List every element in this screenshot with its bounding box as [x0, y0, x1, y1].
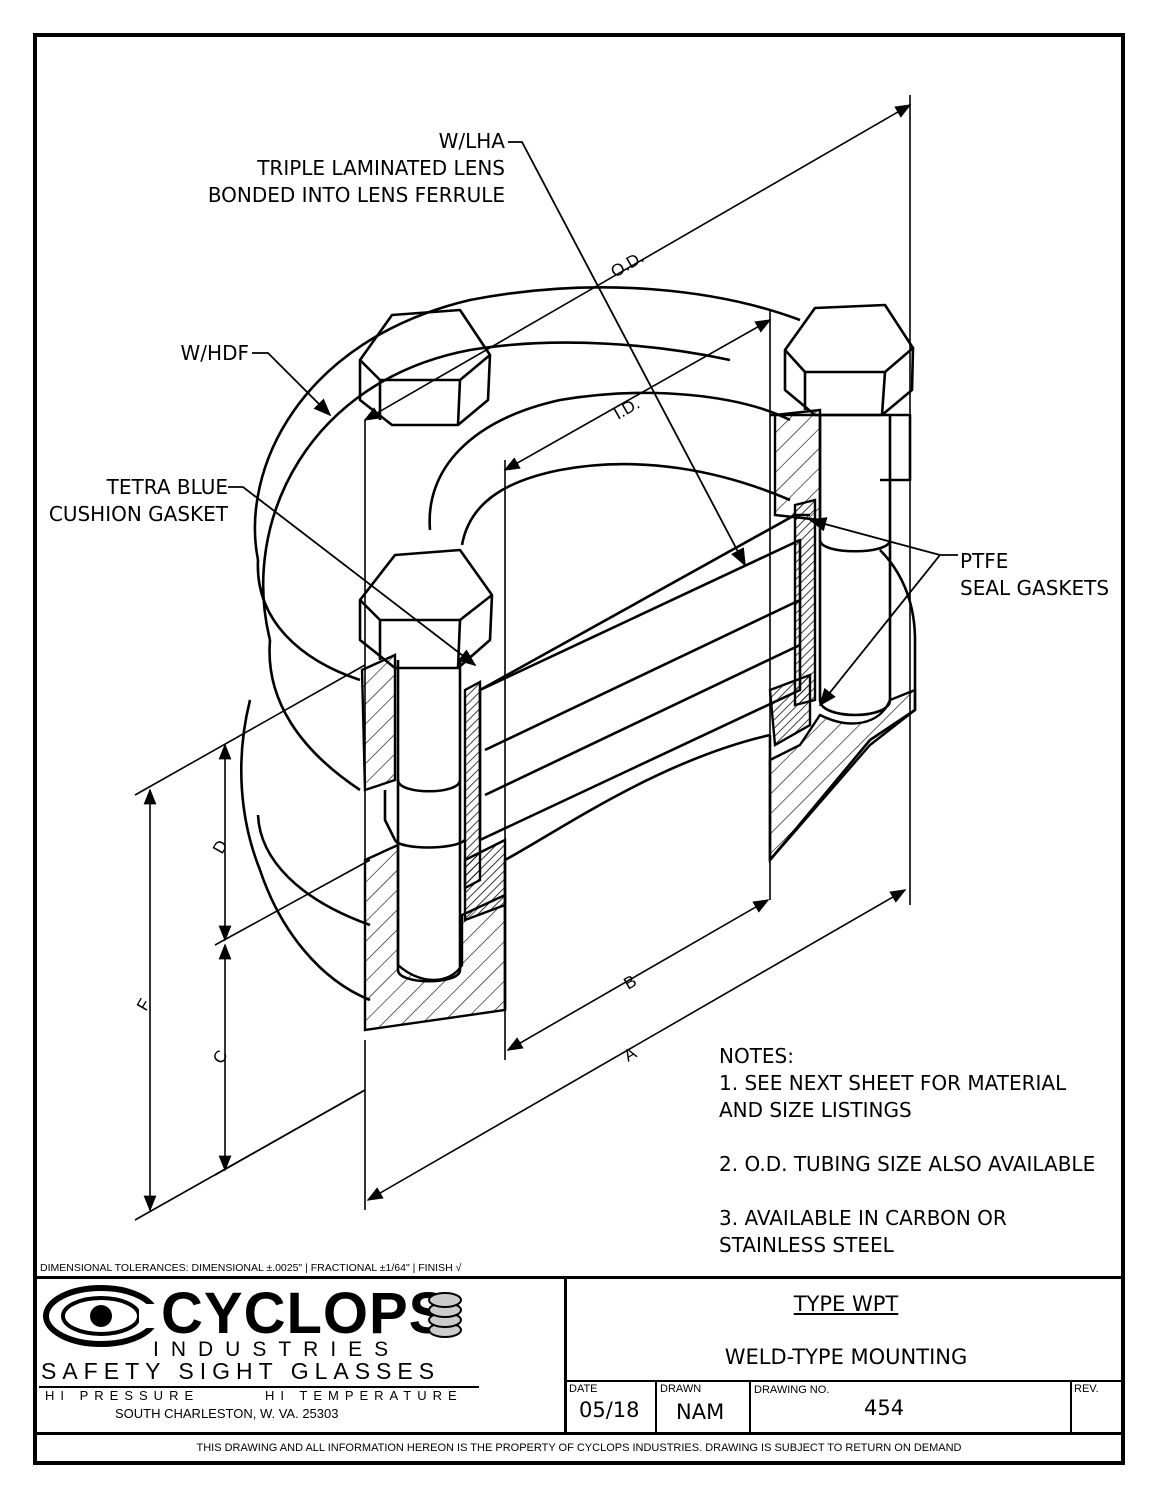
- logo-industries: INDUSTRIES: [153, 1338, 401, 1361]
- od-label: O.D.: [608, 248, 648, 282]
- bottom-body-outline: [240, 699, 371, 1002]
- drawing-no-label: DRAWING NO.: [754, 1384, 830, 1396]
- top-flange-outline: [253, 286, 801, 561]
- w-hdf-leader: [252, 352, 332, 417]
- f-label: F: [133, 996, 155, 1014]
- notes-heading: NOTES:: [719, 1044, 794, 1068]
- rev-label: REV.: [1074, 1383, 1099, 1395]
- left-flange-section: [360, 653, 397, 792]
- tolerances-note: DIMENSIONAL TOLERANCES: DIMENSIONAL ±.00…: [40, 1262, 462, 1274]
- lens-ferrule-right: [793, 498, 817, 707]
- date-value: 05/18: [579, 1398, 640, 1422]
- note-1-line1: 1. SEE NEXT SHEET FOR MATERIAL: [719, 1071, 1067, 1095]
- lens-label-line2: BONDED INTO LENS FERRULE: [207, 183, 505, 207]
- d-label: D: [209, 837, 232, 857]
- drawn-label: DRAWN: [660, 1383, 702, 1395]
- notes-block: NOTES: 1. SEE NEXT SHEET FOR MATERIAL AN…: [719, 1043, 1095, 1259]
- flange-bore: [428, 391, 791, 531]
- left-bolt-shaft: [396, 660, 462, 983]
- title-block: CYCLOPS INDUSTRIES SAFETY SIGHT GLASSES …: [33, 1276, 1125, 1465]
- right-seal-gasket: [768, 673, 812, 747]
- lens-block: [478, 538, 802, 842]
- ptfe-label-line2: SEAL GASKETS: [960, 576, 1110, 600]
- w-hdf-label: W/HDF: [180, 341, 249, 365]
- od-dimension-line: [363, 104, 912, 421]
- tetra-leader: [228, 486, 477, 667]
- date-label: DATE: [569, 1383, 598, 1395]
- right-bolt-shaft: [818, 415, 892, 717]
- property-notice: THIS DRAWING AND ALL INFORMATION HEREON …: [196, 1442, 962, 1454]
- id-label: I.D.: [611, 394, 643, 424]
- tetra-label-line1: TETRA BLUE: [106, 475, 228, 499]
- note-1-line2: AND SIZE LISTINGS: [719, 1098, 912, 1122]
- drawing-no-value: 454: [864, 1396, 905, 1420]
- ptfe-label-line1: PTFE: [960, 549, 1009, 573]
- left-bolt-head: [358, 548, 494, 670]
- right-body-section: [768, 688, 917, 864]
- logo-name: CYCLOPS: [161, 1281, 449, 1346]
- cyclops-eye-logo-icon: [43, 1285, 164, 1347]
- logo-address: SOUTH CHARLESTON, W. VA. 25303: [115, 1406, 339, 1421]
- type-title: TYPE WPT: [793, 1292, 899, 1316]
- ptfe-leader-2: [808, 517, 941, 556]
- id-dimension-line: [503, 319, 772, 471]
- note-3-line2: STAINLESS STEEL: [719, 1233, 894, 1257]
- b-label: B: [621, 971, 640, 993]
- logo-hi-temperature: HI TEMPERATURE: [265, 1388, 463, 1403]
- a-label: A: [621, 1043, 641, 1065]
- sight-glass-stack-icon: [428, 1292, 462, 1338]
- tetra-label-line2: CUSHION GASKET: [48, 502, 228, 526]
- note-3-line1: 3. AVAILABLE IN CARBON OR: [719, 1206, 1007, 1230]
- w-lha-label: W/LHA: [438, 129, 505, 153]
- b-dimension-line: [506, 899, 770, 1051]
- drawn-value: NAM: [676, 1400, 725, 1424]
- lens-label-line1: TRIPLE LAMINATED LENS: [257, 156, 505, 180]
- logo-hi-pressure: HI PRESSURE: [45, 1388, 200, 1403]
- mounting-description: WELD-TYPE MOUNTING: [724, 1345, 968, 1369]
- logo-tagline: SAFETY SIGHT GLASSES: [41, 1358, 441, 1384]
- c-label: C: [209, 1047, 232, 1067]
- drawing-sheet-border: [33, 33, 1125, 1465]
- note-2: 2. O.D. TUBING SIZE ALSO AVAILABLE: [719, 1152, 1096, 1176]
